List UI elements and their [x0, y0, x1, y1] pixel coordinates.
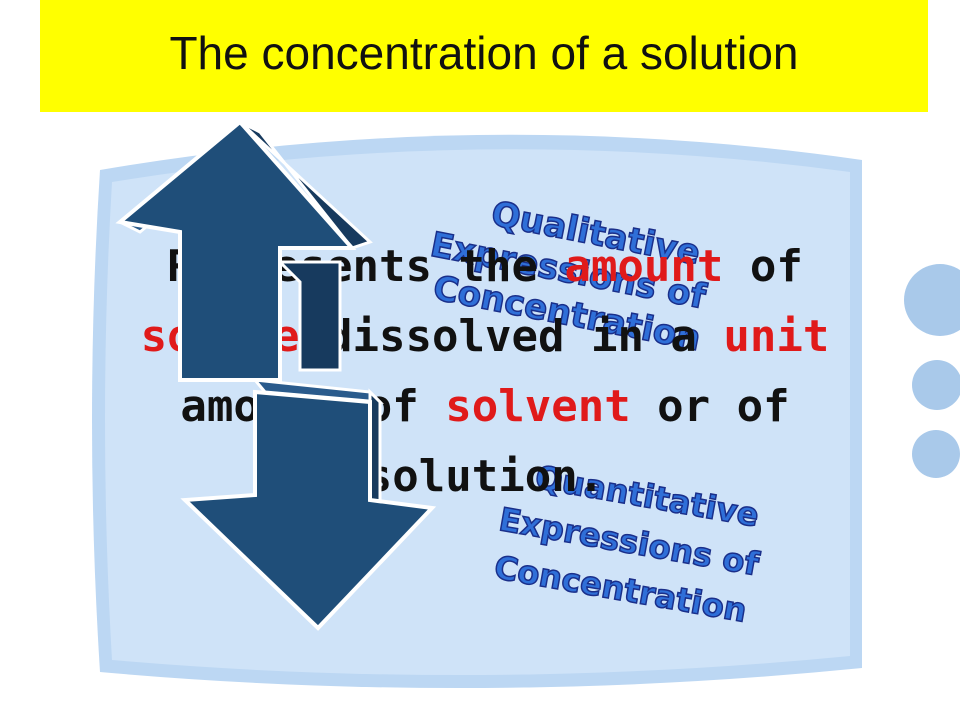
title-banner: The concentration of a solution — [40, 0, 928, 112]
decorative-dot-small — [912, 430, 960, 478]
decorative-dot-large — [904, 264, 960, 336]
decorative-dot-medium — [912, 360, 960, 410]
arrow-down-icon — [180, 378, 437, 631]
slide-title: The concentration of a solution — [169, 27, 799, 79]
body-or: or of solution. — [365, 381, 790, 502]
body-solvent: solvent — [445, 381, 631, 432]
arrow-up-icon — [115, 119, 373, 382]
body-of: of — [723, 241, 803, 292]
body-dissolved: dissolved in a — [299, 311, 724, 362]
body-unit: unit — [723, 311, 830, 362]
body-amount: amount — [564, 241, 724, 292]
